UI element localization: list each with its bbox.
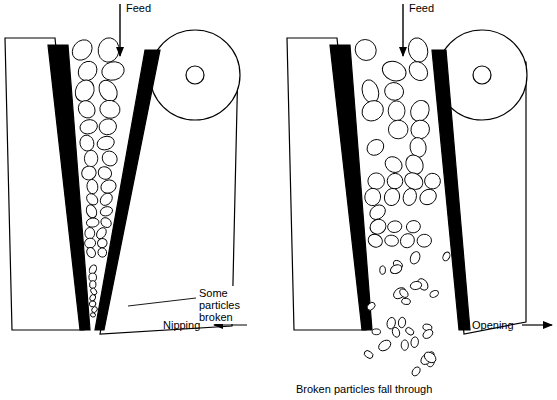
particle	[387, 220, 403, 234]
particle	[405, 219, 421, 234]
particle	[84, 237, 96, 248]
particle	[383, 80, 406, 102]
particle	[404, 326, 415, 336]
particle	[99, 178, 118, 195]
particle	[98, 99, 121, 120]
particle	[96, 164, 114, 181]
particle	[406, 36, 431, 65]
particle	[410, 365, 421, 377]
particle	[368, 217, 389, 237]
particle	[417, 186, 439, 208]
particle	[97, 117, 118, 137]
particle	[379, 266, 385, 275]
label: Opening	[472, 319, 514, 331]
particle	[423, 171, 442, 190]
particle	[78, 118, 99, 136]
particle	[398, 317, 406, 328]
particle	[90, 312, 96, 317]
particle	[85, 228, 95, 239]
label: Some particles broken	[197, 286, 273, 324]
label: Broken particles fall through	[296, 383, 432, 395]
particle	[98, 191, 115, 208]
moving-jaw-liner	[432, 50, 470, 330]
moving-jaw-liner	[95, 50, 160, 330]
particle	[96, 237, 108, 249]
particle	[68, 36, 96, 64]
particle	[382, 186, 402, 207]
particle	[368, 173, 385, 189]
particle	[86, 179, 99, 195]
particle	[364, 187, 382, 207]
particles	[351, 35, 451, 377]
particle	[389, 263, 403, 275]
particle	[99, 148, 120, 169]
particle	[99, 205, 113, 217]
nipping-arrow	[214, 324, 247, 325]
particle	[385, 171, 405, 190]
particle	[410, 280, 423, 290]
particle	[366, 301, 377, 312]
label: Nipping	[163, 319, 200, 331]
particle	[421, 328, 434, 341]
particles	[68, 36, 126, 318]
feed-arrow	[119, 4, 120, 56]
particle	[408, 250, 421, 265]
particle	[388, 101, 405, 121]
shaft-center	[186, 66, 204, 84]
particle	[388, 120, 409, 140]
particle	[401, 297, 411, 305]
particle	[377, 338, 393, 353]
particle	[422, 350, 438, 365]
particle	[75, 97, 99, 121]
particle	[416, 234, 432, 248]
particle	[363, 349, 374, 360]
particle	[80, 164, 99, 182]
particle	[97, 36, 121, 63]
leader-line	[128, 298, 196, 306]
particle	[84, 150, 98, 167]
particle	[429, 289, 440, 299]
particle	[398, 287, 410, 299]
particle	[99, 216, 113, 230]
label: Feed	[126, 2, 151, 14]
particle	[401, 340, 408, 350]
particle	[358, 96, 387, 125]
particle	[405, 58, 431, 84]
particle	[442, 251, 452, 262]
particle	[351, 35, 381, 65]
particle	[97, 247, 108, 258]
shaft-center	[473, 66, 491, 84]
particle	[364, 136, 387, 158]
particle	[78, 134, 95, 153]
particle	[100, 59, 126, 82]
crusher-opening	[287, 30, 527, 334]
opening-arrow	[522, 324, 552, 325]
particle	[382, 153, 405, 175]
particle	[86, 217, 99, 227]
particle	[384, 234, 399, 247]
particle	[95, 134, 115, 152]
label: Feed	[409, 2, 434, 14]
particle	[401, 187, 418, 207]
particle	[410, 336, 419, 348]
particle	[84, 203, 98, 219]
eccentric-shaft	[150, 30, 240, 120]
particle	[366, 232, 385, 250]
particle	[379, 58, 409, 85]
particle	[391, 326, 401, 338]
particle	[398, 231, 418, 251]
particle	[85, 246, 97, 259]
particle	[372, 329, 380, 335]
feed-arrow	[402, 4, 403, 56]
